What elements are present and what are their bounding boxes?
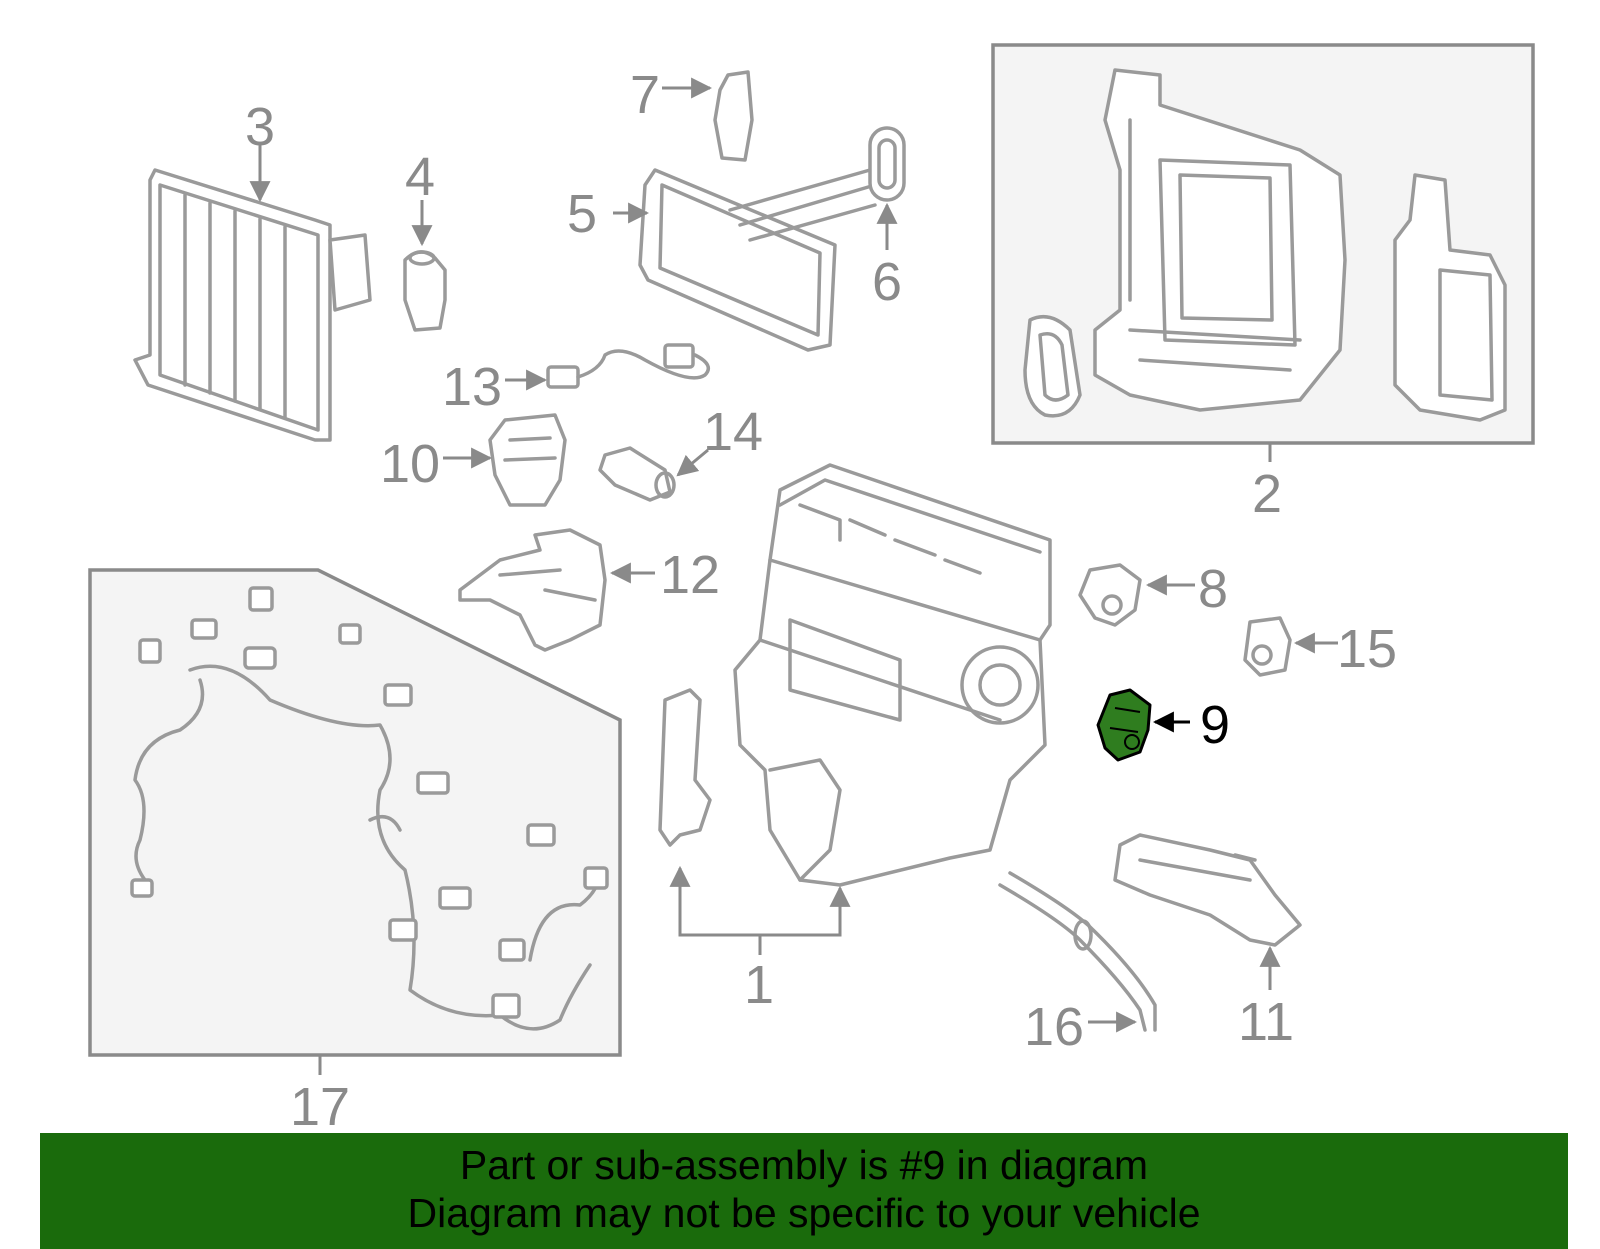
- part-5-heater-core: [638, 168, 877, 352]
- part-11-duct: [1113, 833, 1302, 947]
- part-10-motor-actuator: [488, 413, 567, 507]
- part-1-side-bracket: [658, 688, 712, 847]
- callout-12: 12: [660, 545, 720, 605]
- part-7-bracket: [713, 70, 754, 162]
- callout-8: 8: [1198, 559, 1228, 619]
- part-13-sensor-harness: [546, 343, 711, 389]
- callout-15: 15: [1337, 619, 1397, 679]
- part-6-grommet: [868, 126, 906, 202]
- part-17-box: [88, 568, 622, 1057]
- part-12-bracket: [458, 528, 607, 652]
- part-14-sensor: [598, 446, 676, 502]
- callout-7: 7: [630, 65, 660, 125]
- callout-6: 6: [872, 252, 902, 312]
- part-16-drain-hose: [998, 871, 1157, 1032]
- callout-13: 13: [442, 357, 502, 417]
- banner-line-2: Diagram may not be specific to your vehi…: [407, 1190, 1201, 1236]
- callout-1: 1: [744, 955, 774, 1015]
- part-4-sensor: [403, 250, 447, 332]
- callout-9: 9: [1200, 695, 1230, 755]
- callout-14: 14: [703, 402, 763, 462]
- callout-11: 11: [1238, 992, 1294, 1052]
- callout-4: 4: [405, 147, 435, 207]
- part-9-highlighted: [1096, 688, 1152, 762]
- callout-5: 5: [567, 184, 597, 244]
- callout-10: 10: [380, 434, 440, 494]
- part-2-assembly-drawing: [1023, 68, 1507, 422]
- callout-3: 3: [245, 97, 275, 157]
- callout-17: 17: [290, 1077, 350, 1137]
- callout-16: 16: [1024, 997, 1084, 1057]
- banner-line-1: Part or sub-assembly is #9 in diagram: [459, 1142, 1149, 1188]
- callout-2: 2: [1252, 464, 1282, 524]
- info-banner: Part or sub-assembly is #9 in diagram Di…: [40, 1133, 1568, 1249]
- part-8-actuator: [1078, 563, 1142, 627]
- part-1-hvac-unit: [733, 463, 1052, 887]
- part-17-wire-harness: [130, 586, 609, 1031]
- part-15-sensor: [1243, 616, 1292, 677]
- part-3-evaporator: [133, 168, 372, 442]
